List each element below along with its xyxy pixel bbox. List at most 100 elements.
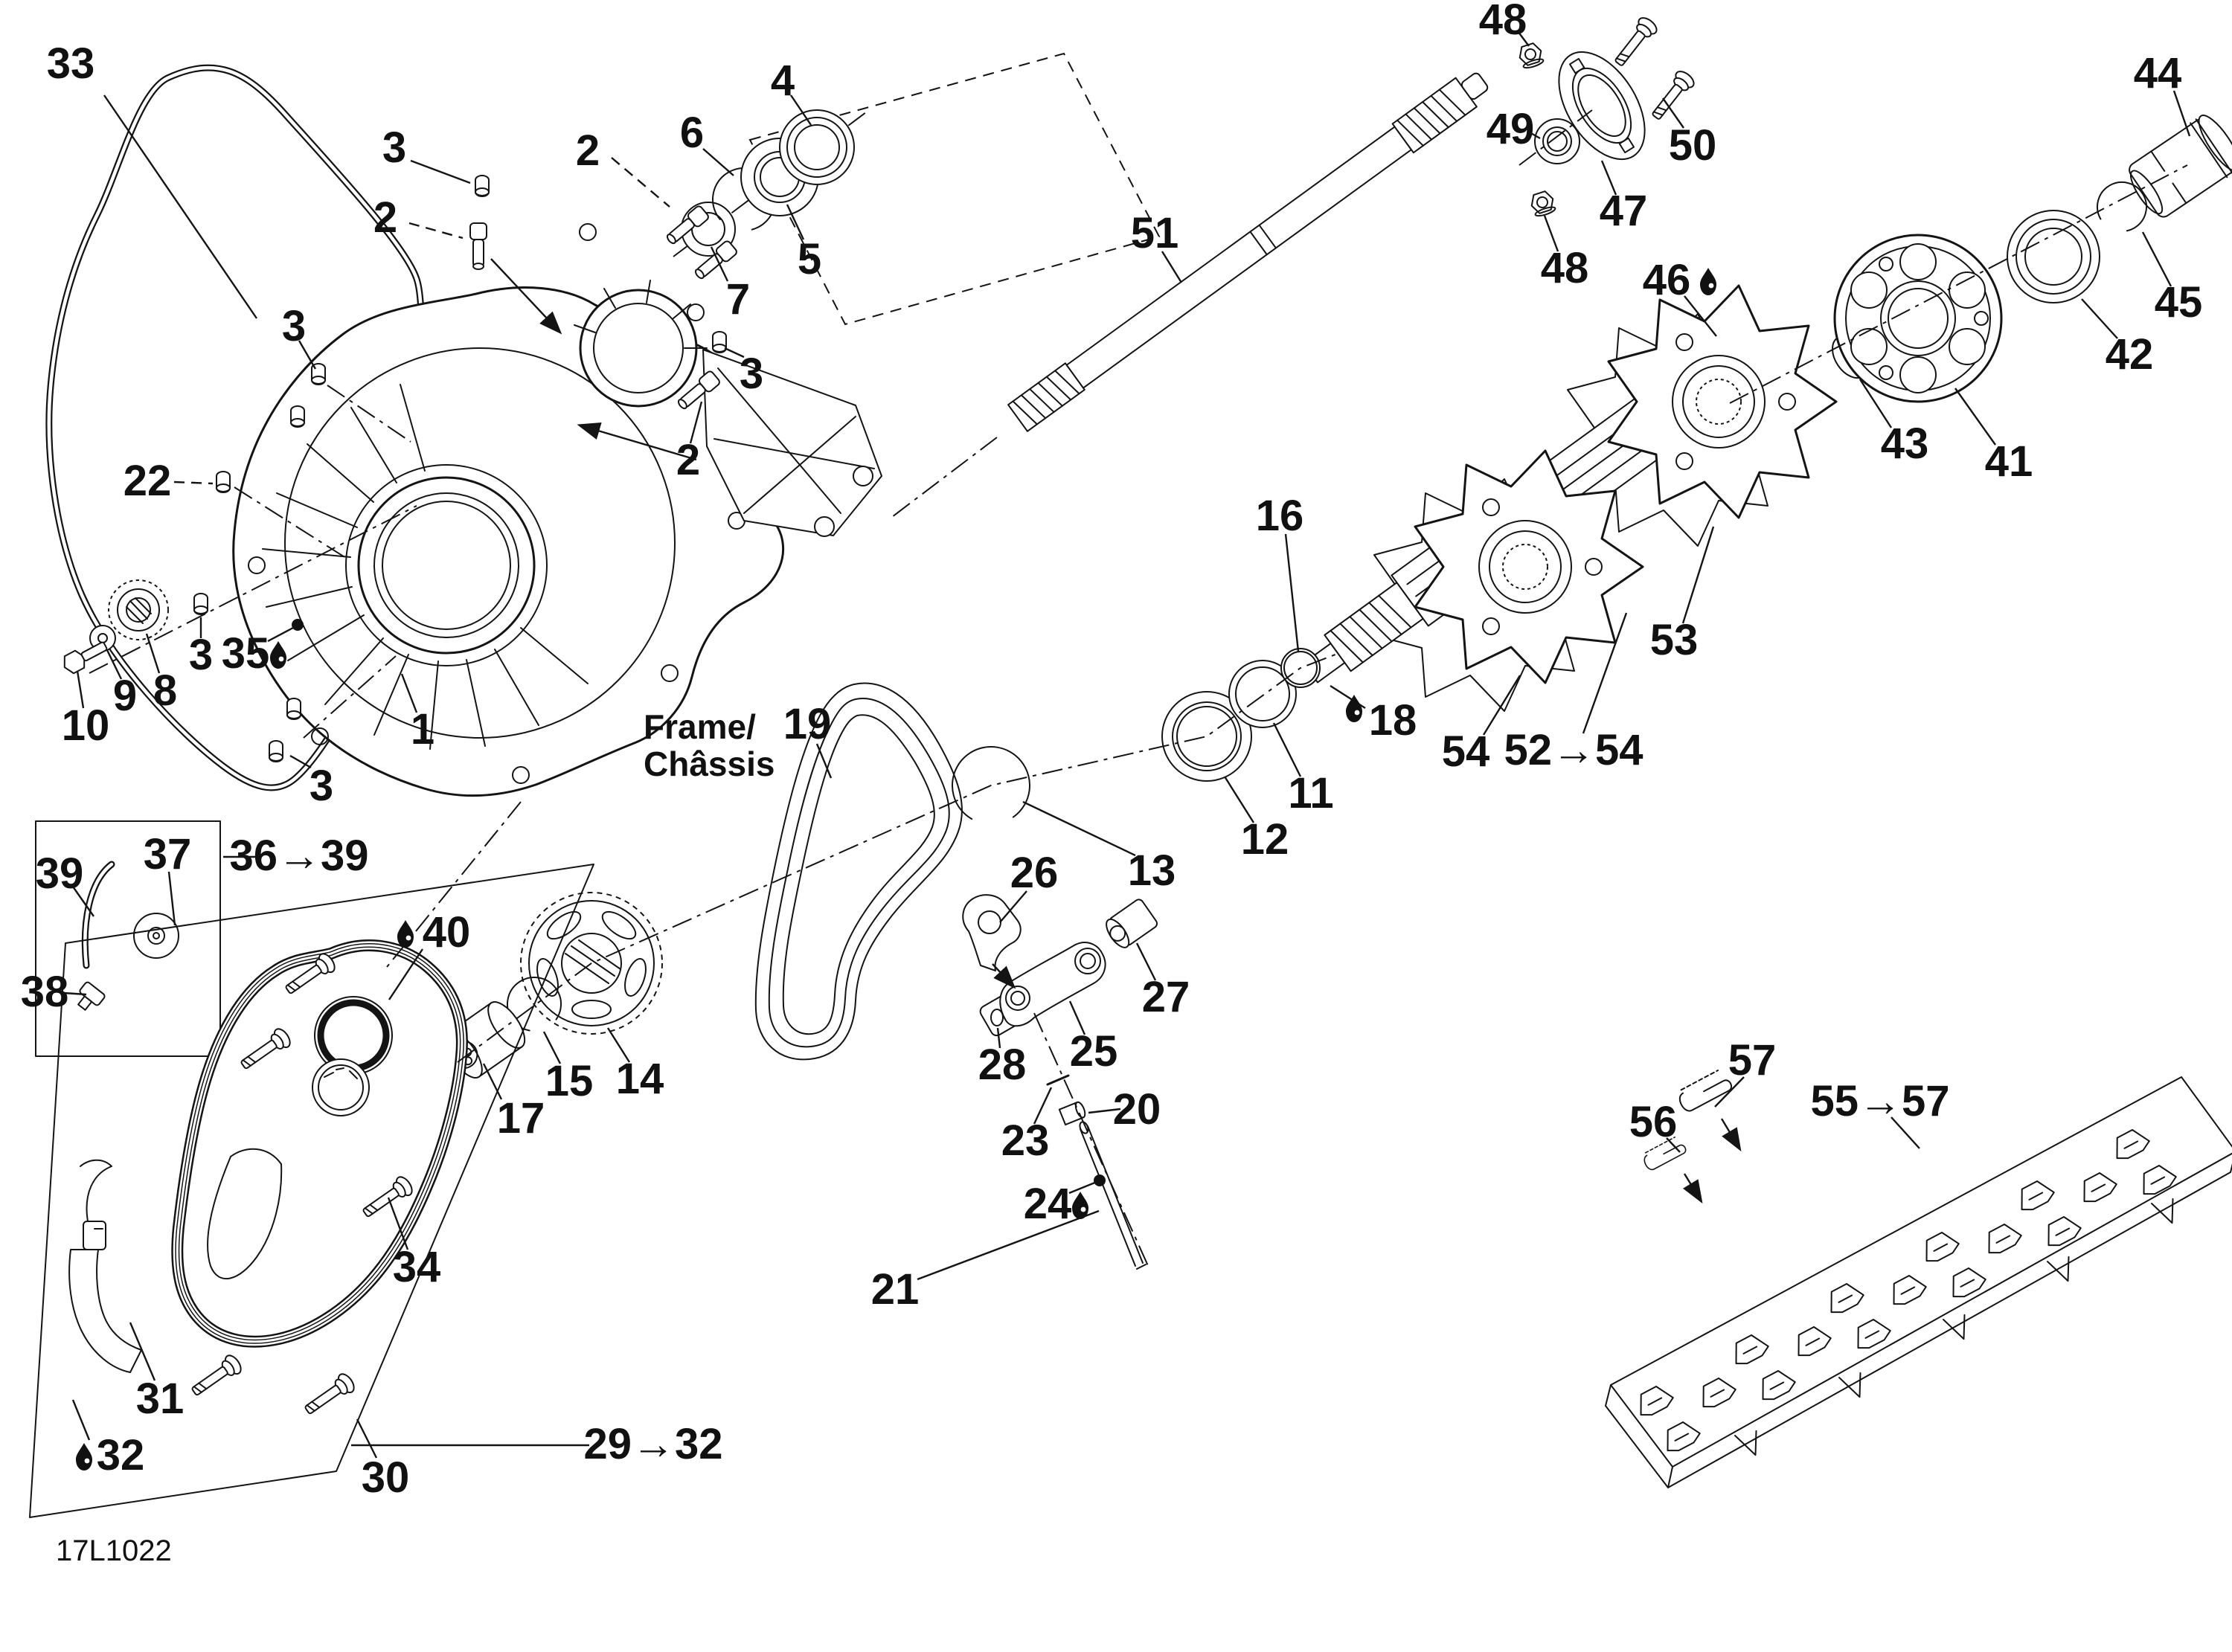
callout-35-label: 35: [222, 629, 270, 678]
callout-42-label: 42: [2106, 330, 2154, 379]
part-38-fitting: [77, 981, 106, 1011]
callout-12-label: 12: [1241, 815, 1289, 864]
track-group-55-57: [1605, 1067, 2232, 1488]
centerlines: [89, 109, 2188, 1270]
callout-34-label: 34: [393, 1243, 441, 1291]
case-ribs: [262, 280, 708, 750]
callout-21-label: 21: [871, 1265, 920, 1314]
bolt-2: [469, 222, 487, 270]
part-4-seal: [779, 109, 855, 185]
nut-48: [1516, 41, 1546, 71]
nut-48: [1527, 189, 1558, 219]
callout-2-label: 2: [676, 436, 700, 484]
callout-18-label: 18: [1369, 696, 1417, 745]
callout-28-label: 28: [978, 1041, 1027, 1089]
callout-23-label: 23: [1001, 1116, 1050, 1165]
callout-10-label: 10: [62, 701, 110, 750]
callout-50-label: 50: [1669, 121, 1717, 170]
callout-3-label: 3: [189, 631, 213, 679]
callout-2-label: 2: [373, 193, 397, 242]
brp-badge: [312, 1058, 370, 1116]
cover-detail-group: [29, 864, 594, 1518]
callout-25-label: 25: [1070, 1027, 1118, 1076]
part-11-ring: [1228, 660, 1297, 728]
callout-20-label: 20: [1113, 1085, 1161, 1134]
case-frame-bracket: [702, 349, 882, 537]
callout-11-label: 11: [1288, 769, 1333, 817]
callout-46-label: 46: [1643, 256, 1691, 304]
oil-drop-icon: [76, 1443, 92, 1471]
callout-26-label: 26: [1010, 849, 1059, 897]
part-13-circlip: [952, 746, 1030, 825]
callout-52-54-label: 52→54: [1504, 726, 1643, 774]
callout-47-label: 47: [1600, 187, 1648, 235]
oil-drop-icon: [1072, 1192, 1088, 1219]
rear-hub-stack: [1832, 115, 2232, 403]
inset-box-36-39: [35, 820, 221, 1057]
part-33-gasket: [45, 64, 425, 791]
axle-seal-stack: [952, 648, 1321, 825]
part-45-circlip: [2097, 181, 2147, 232]
callout-48-label: 48: [1541, 244, 1589, 292]
part-44-coupler: [2129, 115, 2232, 218]
capnut-3: [475, 175, 490, 197]
callout-45-label: 45: [2155, 278, 2203, 327]
explosion-arrows: [490, 258, 1742, 1204]
capnut-3: [193, 593, 208, 615]
part-49-bearing: [1534, 118, 1580, 164]
callout-30-label: 30: [362, 1453, 410, 1502]
part-55-track-plate: [1610, 1076, 2232, 1468]
frame-chassis-label-line1: Frame/: [644, 707, 756, 746]
track-lugs: [1632, 1124, 2180, 1456]
callout-8-label: 8: [153, 666, 177, 715]
callout-16-label: 16: [1256, 492, 1304, 540]
callout-3-label: 3: [382, 123, 406, 172]
callout-17-label: 17: [497, 1094, 545, 1142]
part-37-diaphragm: [133, 913, 179, 959]
callout-14-label: 14: [616, 1055, 664, 1103]
cover-detail-box: [29, 864, 594, 1518]
callout-7-label: 7: [726, 275, 750, 324]
lube-point-35-dot: [292, 619, 304, 631]
callout-38-label: 38: [21, 968, 69, 1016]
oil-drop-icon: [397, 920, 414, 948]
part-28-oring: [990, 1009, 1004, 1026]
oil-drop-icon: [1700, 268, 1716, 295]
part-31-sensor: [68, 1159, 142, 1373]
callout-37-label: 37: [144, 830, 192, 878]
capnut-3: [712, 331, 727, 353]
callout-49-label: 49: [1487, 105, 1535, 153]
part-42-bearing: [2007, 210, 2100, 303]
callout-53-label: 53: [1650, 616, 1699, 664]
callout-54-label: 54: [1442, 727, 1490, 776]
part-12-seal: [1161, 691, 1252, 782]
part-21-rod: [1079, 1121, 1147, 1270]
leader-lines: [63, 30, 2191, 1459]
part-27-roller: [1106, 899, 1158, 948]
callout-31-label: 31: [136, 1375, 185, 1423]
bolt-50: [1609, 13, 1661, 71]
part-53-sprocket-wheel: [1607, 284, 1838, 519]
callout-3-label: 3: [310, 762, 333, 810]
callout-36-39-label: 36→39: [229, 832, 368, 880]
capnut-3: [286, 698, 301, 720]
diagram-code: 17L1022: [56, 1534, 172, 1567]
cover-screw: [187, 1352, 245, 1401]
callout-1-label: 1: [411, 705, 434, 753]
part-54-sprocket-wheel: [1414, 449, 1644, 684]
callout-22-label: 22: [124, 457, 172, 505]
callout-9-label: 9: [113, 672, 137, 720]
frame-chassis-label-line2: Châssis: [644, 745, 775, 783]
part-8-9-10-gear-set: [63, 579, 169, 675]
callout-3-label: 3: [282, 302, 306, 350]
callout-48-label: 48: [1479, 0, 1527, 44]
part-10-bolt: [63, 641, 108, 675]
track-under-lugs: [1734, 1198, 2174, 1456]
driveaxle-assembly-52-54: [1303, 284, 1838, 712]
output-end-group: [1516, 13, 1698, 219]
vent-inset-box: [35, 820, 221, 1057]
capnut-3: [290, 405, 305, 428]
part-51-countershaft: [1007, 72, 1489, 432]
